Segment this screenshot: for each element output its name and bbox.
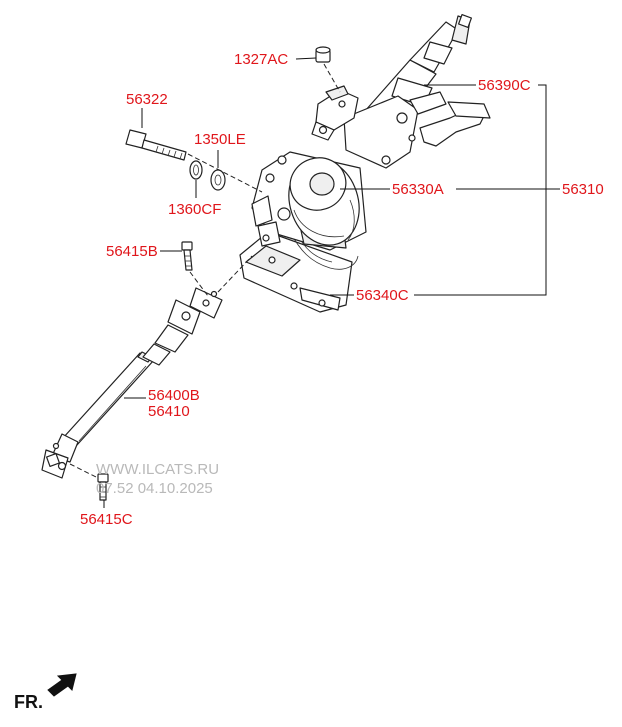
label-56330a: 56330A — [392, 181, 444, 198]
assembly-line-joint — [217, 255, 253, 293]
bolt-56322[interactable] — [125, 129, 187, 161]
label-56340c: 56340C — [356, 287, 409, 304]
watermark-site: WWW.ILCATS.RU — [96, 461, 219, 478]
label-56390c: 56390C — [478, 77, 531, 94]
label-56322: 56322 — [126, 91, 168, 108]
label-1360cf: 1360CF — [168, 201, 221, 218]
intermediate-shaft[interactable] — [62, 324, 189, 446]
washer-1350le[interactable] — [210, 169, 226, 191]
label-56310: 56310 — [562, 181, 604, 198]
lower-universal-joint[interactable] — [41, 433, 79, 479]
assembly-line-nut — [323, 63, 341, 93]
label-56415b: 56415B — [106, 243, 158, 260]
watermark-date: 07.52 04.10.2025 — [96, 480, 213, 497]
label-56400b: 56400B — [148, 387, 200, 404]
washer-1360cf[interactable] — [189, 160, 203, 180]
bolt-56415c[interactable] — [97, 473, 109, 501]
label-56410: 56410 — [148, 403, 190, 420]
upper-column[interactable] — [343, 13, 473, 169]
mounting-bracket[interactable] — [239, 231, 359, 313]
front-direction-label: FR. — [14, 692, 43, 712]
label-56415c: 56415C — [80, 511, 133, 528]
assembly-line-56415b — [189, 271, 209, 297]
assist-motor[interactable] — [278, 150, 370, 255]
upper-mounting-bracket[interactable] — [311, 85, 359, 141]
tilt-lever[interactable] — [409, 91, 491, 147]
nut-1327ac[interactable] — [315, 46, 331, 63]
label-1350le: 1350LE — [194, 131, 246, 148]
assembly-bracket-56310 — [414, 84, 547, 296]
assembly-line-56415c — [69, 463, 99, 479]
leader-1327ac — [295, 57, 317, 60]
arrow-left-down-icon — [47, 673, 77, 697]
label-1327ac: 1327AC — [234, 51, 288, 68]
assembly-line-bolt — [187, 153, 263, 193]
upper-universal-joint[interactable] — [167, 287, 223, 335]
bolt-56415b[interactable] — [181, 241, 193, 271]
